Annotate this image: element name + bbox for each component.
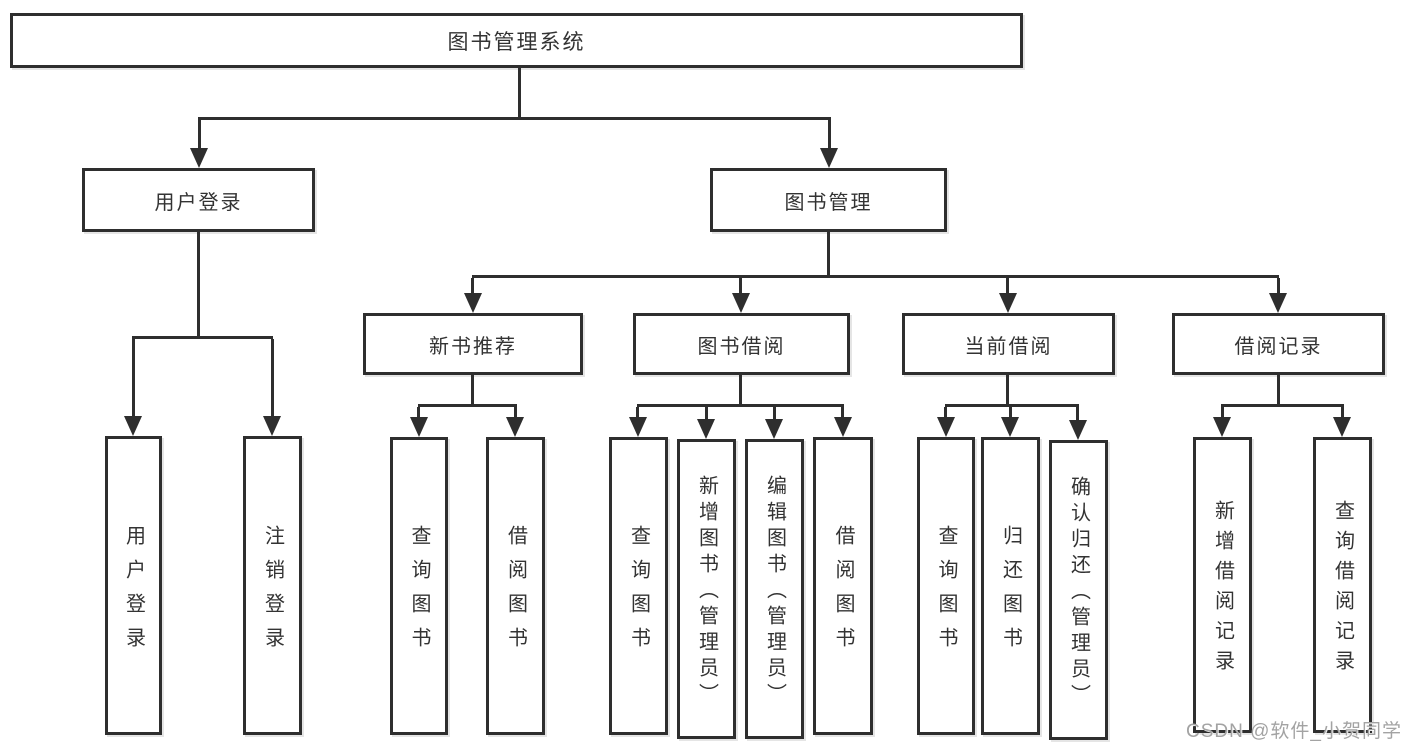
node-label: 图书管理系统 (447, 30, 586, 54)
connector-recommend-drop (471, 375, 474, 406)
node-book-borrowing: 图书借阅 (633, 313, 850, 375)
connector-stem (1277, 278, 1280, 294)
leaf-query-books-recommend: 查询图书 (390, 437, 448, 735)
leaf-label: 查询借阅记录 (1331, 500, 1354, 680)
arrowhead-down-icon (834, 417, 852, 437)
leaf-label: 归还图书 (999, 525, 1022, 661)
arrowhead-down-icon (190, 148, 208, 168)
leaf-label: 确认归还（管理员） (1067, 476, 1090, 710)
connector-stem (132, 339, 135, 417)
node-label: 图书管理 (784, 191, 873, 214)
node-label: 图书借阅 (697, 335, 786, 358)
connector-borrow-drop (739, 375, 742, 406)
node-label: 当前借阅 (964, 335, 1053, 358)
connector-stem (1009, 407, 1012, 418)
node-label: 新书推荐 (429, 335, 517, 358)
connector-stem (739, 278, 742, 294)
leaf-query-books-current: 查询图书 (917, 437, 975, 735)
connector-root-drop (518, 68, 521, 119)
watermark-text: CSDN @软件_小贺同学 (1186, 721, 1402, 742)
node-label: 借阅记录 (1234, 335, 1323, 358)
arrowhead-down-icon (1001, 417, 1019, 437)
arrowhead-down-icon (1333, 417, 1351, 437)
connector-stem (841, 407, 844, 418)
arrowhead-down-icon (1213, 417, 1231, 437)
arrowhead-down-icon (765, 419, 783, 439)
arrowhead-down-icon (1069, 420, 1087, 440)
leaf-add-books-admin: 新增图书（管理员） (677, 439, 736, 739)
leaf-label: 编辑图书（管理员） (763, 475, 786, 709)
leaf-query-books-borrow: 查询图书 (609, 437, 668, 735)
connector-stem (1076, 407, 1079, 421)
leaf-label: 新增借阅记录 (1211, 500, 1234, 680)
connector-current-drop (1006, 375, 1009, 406)
connector-stem (417, 407, 420, 418)
connector-stem (636, 407, 639, 418)
connector-level1-rail (198, 117, 831, 120)
arrowhead-down-icon (263, 416, 281, 436)
connector-borrow-rail (637, 404, 844, 407)
arrowhead-down-icon (629, 417, 647, 437)
connector-records-rail (1221, 404, 1344, 407)
connector-stem (1006, 278, 1009, 294)
leaf-return-books: 归还图书 (981, 437, 1040, 735)
leaf-label: 用户登录 (122, 524, 145, 661)
connector-stem (1341, 407, 1344, 418)
arrowhead-down-icon (124, 416, 142, 436)
node-borrowing-records: 借阅记录 (1172, 313, 1385, 375)
connector-stem (705, 407, 708, 420)
connector-login-drop (197, 232, 200, 337)
leaf-query-borrow-record: 查询借阅记录 (1313, 437, 1372, 733)
leaf-label: 查询图书 (408, 525, 430, 661)
node-user-login: 用户登录 (82, 168, 315, 232)
node-new-book-recommendation: 新书推荐 (363, 313, 583, 375)
connector-stem (1221, 407, 1224, 418)
connector-recommend-rail (418, 404, 517, 407)
arrowhead-down-icon (464, 293, 482, 313)
leaf-label: 查询图书 (627, 525, 650, 661)
node-current-borrowing: 当前借阅 (902, 313, 1115, 375)
connector-stem (828, 120, 831, 149)
leaf-logout: 注销登录 (243, 436, 302, 735)
arrowhead-down-icon (732, 293, 750, 313)
connector-stem (514, 407, 517, 418)
leaf-label: 注销登录 (261, 524, 284, 661)
leaf-label: 查询图书 (935, 525, 957, 661)
arrowhead-down-icon (820, 148, 838, 168)
node-book-management: 图书管理 (710, 168, 947, 232)
connector-mgmt-drop (827, 232, 830, 277)
arrowhead-down-icon (999, 293, 1017, 313)
arrowhead-down-icon (410, 417, 428, 437)
connector-login-rail (132, 336, 273, 339)
node-label: 用户登录 (154, 191, 243, 214)
leaf-user-login: 用户登录 (105, 436, 162, 735)
connector-records-drop (1277, 375, 1280, 406)
leaf-edit-books-admin: 编辑图书（管理员） (745, 439, 804, 739)
leaf-borrow-books-recommend: 借阅图书 (486, 437, 545, 735)
leaf-label: 借阅图书 (832, 525, 854, 661)
connector-stem (471, 278, 474, 294)
connector-stem (271, 339, 274, 417)
connector-level2-rail (472, 275, 1279, 278)
arrowhead-down-icon (1269, 293, 1287, 313)
leaf-label: 新增图书（管理员） (695, 475, 718, 709)
leaf-label: 借阅图书 (504, 525, 527, 661)
connector-current-rail (945, 404, 1079, 407)
connector-stem (198, 120, 201, 149)
leaf-add-borrow-record: 新增借阅记录 (1193, 437, 1252, 733)
connector-stem (773, 407, 776, 420)
arrowhead-down-icon (937, 417, 955, 437)
leaf-confirm-return-admin: 确认归还（管理员） (1049, 440, 1108, 740)
arrowhead-down-icon (697, 419, 715, 439)
connector-stem (944, 407, 947, 418)
arrowhead-down-icon (506, 417, 524, 437)
leaf-borrow-books: 借阅图书 (813, 437, 873, 735)
node-library-management-system: 图书管理系统 (10, 13, 1023, 68)
